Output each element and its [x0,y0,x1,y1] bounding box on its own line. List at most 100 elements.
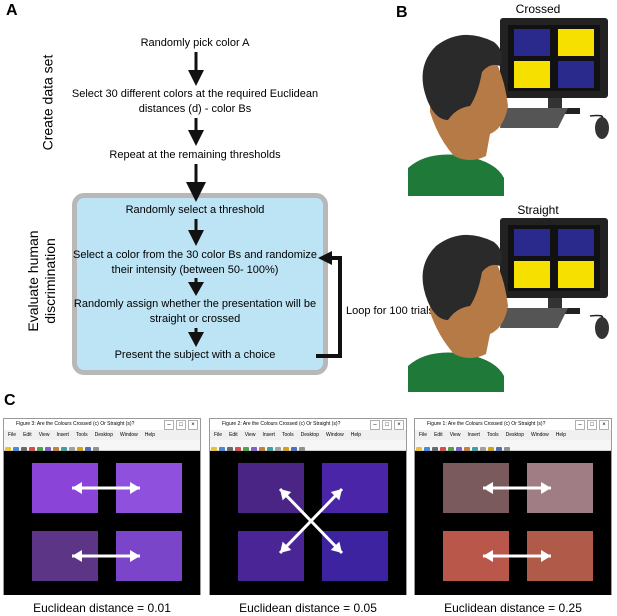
close-icon[interactable]: × [599,420,609,430]
menu-item-edit[interactable]: Edit [434,432,443,438]
toolbar-tool-icon[interactable] [21,447,27,453]
menu-item-help[interactable]: Help [555,432,567,438]
menu-item-window[interactable]: Window [325,432,344,438]
step-select-threshold: Randomly select a threshold [125,204,265,216]
minimize-icon[interactable]: – [575,420,585,430]
double-arrow [483,482,551,494]
figure-window-2[interactable]: Figure 2: Are the Colours Crossed (c) Or… [209,418,407,595]
toolbar-tool-icon[interactable] [448,447,454,453]
toolbar-tool-icon[interactable] [69,447,75,453]
close-icon[interactable]: × [394,420,404,430]
toolbar-tool-icon[interactable] [416,447,422,453]
menu-item-insert[interactable]: Insert [262,432,275,438]
arrow-down-1 [188,52,204,86]
maximize-icon[interactable]: □ [176,420,186,430]
menu-item-desktop[interactable]: Desktop [300,432,319,438]
menu-item-view[interactable]: View [244,432,256,438]
scene-crossed [408,18,609,196]
arrow-down-2 [188,118,204,146]
step-assign-presentation: Randomly assign whether the presentation… [73,298,317,325]
menu-item-window[interactable]: Window [119,432,138,438]
menu-item-tools[interactable]: Tools [75,432,88,438]
step-select-color-b: Select a color from the 30 color Bs and … [73,249,317,276]
panel-letter-a: A [6,2,18,19]
menu-item-insert[interactable]: Insert [467,432,480,438]
toolbar-tool-icon[interactable] [299,447,305,453]
double-arrow [278,487,344,555]
person-straight [408,234,508,392]
step-present-choice: Present the subject with a choice [114,349,276,361]
toolbar-tool-icon[interactable] [267,447,273,453]
toolbar-tool-icon[interactable] [275,447,281,453]
loop-arrow [316,251,342,358]
toolbar-tool-icon[interactable] [85,447,91,453]
close-icon[interactable]: × [188,420,198,430]
minimize-icon[interactable]: – [370,420,380,430]
toolbar-tool-icon[interactable] [432,447,438,453]
menu-item-insert[interactable]: Insert [56,432,69,438]
toolbar-tool-icon[interactable] [5,447,11,453]
toolbar-tool-icon[interactable] [504,447,510,453]
menu-item-file[interactable]: File [419,432,428,438]
menu-item-help[interactable]: Help [350,432,362,438]
toolbar-tool-icon[interactable] [93,447,99,453]
maximize-icon[interactable]: □ [587,420,597,430]
menu-item-file[interactable]: File [8,432,17,438]
toolbar-tool-icon[interactable] [472,447,478,453]
menu-item-view[interactable]: View [38,432,50,438]
square-top-left [514,229,550,256]
arrow-down-3 [186,164,206,202]
square-bottom-left [514,61,550,88]
toolbar-tool-icon[interactable] [259,447,265,453]
menu-item-desktop[interactable]: Desktop [505,432,524,438]
arrow-down-5 [188,278,204,296]
square-top-right [558,229,594,256]
menu-item-file[interactable]: File [214,432,223,438]
toolbar-tool-icon[interactable] [211,447,217,453]
toolbar-tool-icon[interactable] [456,447,462,453]
figure-canvas [4,451,200,595]
toolbar-tool-icon[interactable] [243,447,249,453]
menu-item-edit[interactable]: Edit [23,432,32,438]
menu-item-window[interactable]: Window [530,432,549,438]
caption-distance-005: Euclidean distance = 0.05 [239,601,377,615]
menu-item-desktop[interactable]: Desktop [94,432,113,438]
menu-item-view[interactable]: View [449,432,461,438]
double-arrow [72,550,140,562]
monitor-title-crossed: Crossed [515,2,561,16]
menu-item-tools[interactable]: Tools [486,432,499,438]
toolbar-tool-icon[interactable] [480,447,486,453]
toolbar-tool-icon[interactable] [291,447,297,453]
toolbar-tool-icon[interactable] [77,447,83,453]
figure-canvas [210,451,406,595]
toolbar-tool-icon[interactable] [488,447,494,453]
menu-item-edit[interactable]: Edit [229,432,238,438]
toolbar-tool-icon[interactable] [13,447,19,453]
mouse-straight [589,314,609,339]
toolbar-tool-icon[interactable] [464,447,470,453]
toolbar-tool-icon[interactable] [496,447,502,453]
toolbar-tool-icon[interactable] [53,447,59,453]
arrow-down-6 [188,328,204,347]
menu-bar: File Edit View Insert Tools Desktop Window Help [415,430,611,440]
toolbar-tool-icon[interactable] [283,447,289,453]
figure-window-1[interactable]: Figure 1: Are the Colours Crossed (c) Or… [414,418,612,595]
toolbar-tool-icon[interactable] [251,447,257,453]
menu-item-tools[interactable]: Tools [281,432,294,438]
toolbar-tool-icon[interactable] [219,447,225,453]
minimize-icon[interactable]: – [164,420,174,430]
toolbar-tool-icon[interactable] [424,447,430,453]
toolbar-tool-icon[interactable] [45,447,51,453]
toolbar-tool-icon[interactable] [235,447,241,453]
figure-window-3[interactable]: Figure 3: Are the Colours Crossed (c) Or… [3,418,201,595]
toolbar-tool-icon[interactable] [227,447,233,453]
toolbar-tool-icon[interactable] [440,447,446,453]
toolbar: –□× [210,420,406,453]
maximize-icon[interactable]: □ [382,420,392,430]
toolbar-tool-icon[interactable] [37,447,43,453]
square-bottom-right [558,261,594,288]
step-select-30-colors: Select 30 different colors at the requir… [71,88,319,115]
toolbar-tool-icon[interactable] [61,447,67,453]
toolbar-tool-icon[interactable] [29,447,35,453]
menu-item-help[interactable]: Help [144,432,156,438]
